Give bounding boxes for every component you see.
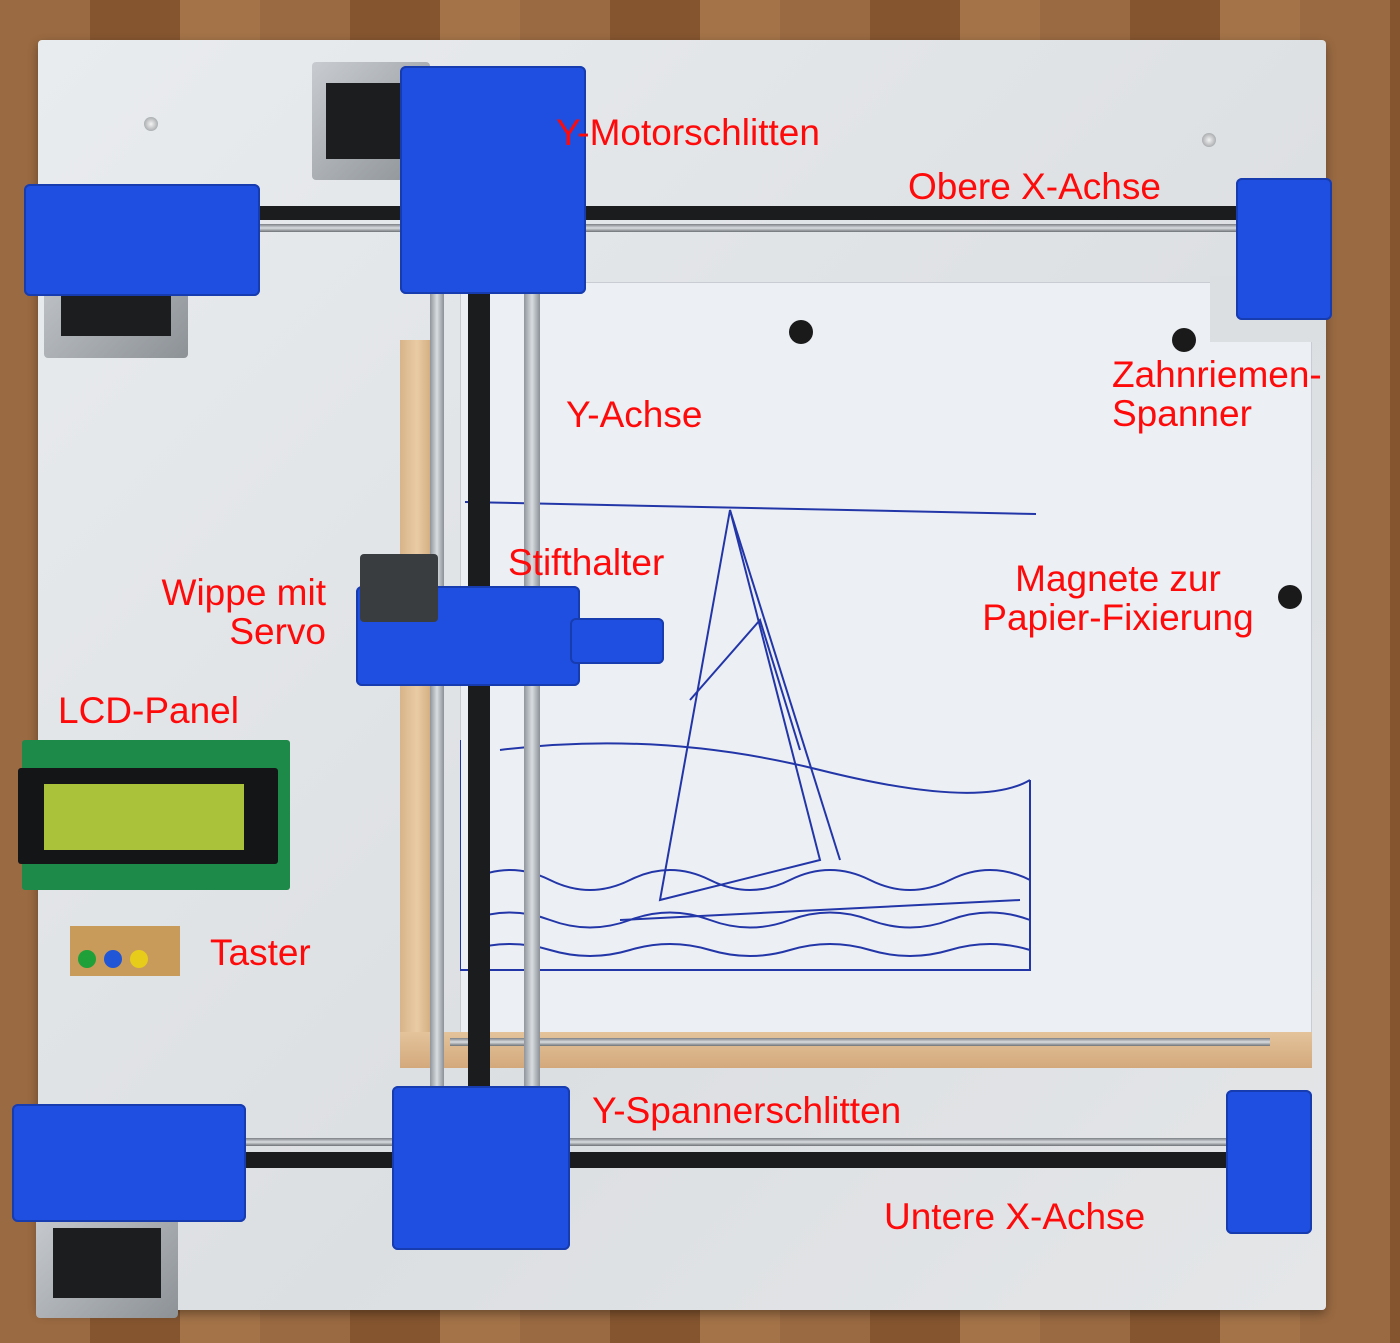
upper-left-x-bracket [24, 184, 260, 296]
label-y-spannerschlitten: Y-Spannerschlitten [592, 1090, 902, 1131]
label-y-motorschlitten: Y-Motorschlitten [556, 112, 820, 153]
green-push-button[interactable] [78, 950, 96, 968]
x-stepper-motor-lower [36, 1208, 178, 1318]
lower-belt-tensioner [1226, 1090, 1312, 1234]
upper-belt-tensioner [1236, 178, 1332, 320]
yellow-push-button[interactable] [130, 950, 148, 968]
y-tensioner-carriage [392, 1086, 570, 1250]
screw [1202, 133, 1216, 147]
label-stifthalter: Stifthalter [508, 542, 665, 583]
lower-x-rail [70, 1138, 1310, 1146]
label-zahnriemen-spanner: Zahnriemen- Spanner [1112, 354, 1322, 434]
upper-x-belt [100, 206, 1290, 220]
label-magnete-papier-fixierung: Magnete zur Papier-Fixierung [982, 558, 1254, 638]
label-untere-x-achse: Untere X-Achse [884, 1196, 1146, 1237]
spare-rod [450, 1038, 1270, 1046]
wooden-paper-stop-vertical [400, 340, 434, 1060]
blue-push-button[interactable] [104, 950, 122, 968]
label-lcd-panel: LCD-Panel [58, 690, 239, 731]
lower-x-belt [70, 1152, 1290, 1168]
y-rail-right [524, 290, 540, 1090]
y-motor-carriage [400, 66, 586, 294]
pen-holder-clamp [570, 618, 664, 664]
label-taster: Taster [210, 932, 311, 973]
label-y-achse: Y-Achse [566, 394, 703, 435]
magnet-2 [1172, 328, 1196, 352]
label-wippe-mit-servo: Wippe mit Servo [161, 572, 326, 652]
magnet-1 [789, 320, 813, 344]
lcd-screen [44, 784, 244, 850]
plotted-sailboat-drawing [460, 501, 1037, 971]
label-obere-x-achse: Obere X-Achse [908, 166, 1161, 207]
upper-x-rail [100, 224, 1310, 232]
servo [360, 554, 438, 622]
lower-left-x-bracket [12, 1104, 246, 1222]
y-rail-left [430, 290, 444, 1090]
magnet-3 [1278, 585, 1302, 609]
screw [144, 117, 158, 131]
